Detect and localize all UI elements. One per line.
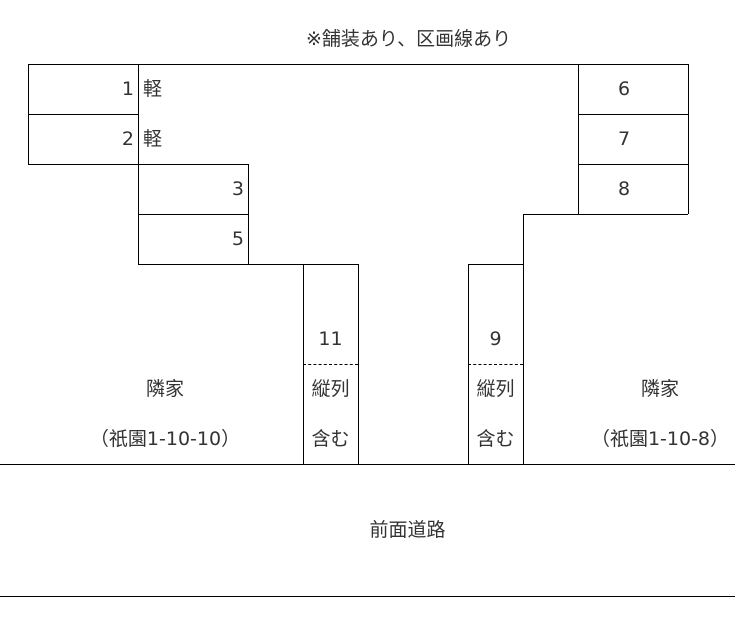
space-6-number: 6 (617, 78, 631, 100)
space-11-tandem-label: 縦列 (311, 378, 350, 400)
right-neighbor-address: （祇園1-10-8） (590, 428, 730, 450)
space-7-number: 7 (617, 128, 631, 150)
left-neighbor-address: （祇園1-10-10） (89, 428, 241, 450)
space-2-number: 2 (121, 128, 134, 150)
front-road-label: 前面道路 (369, 519, 446, 541)
space-1-number: 1 (121, 78, 134, 100)
right-neighbor-title: 隣家 (640, 378, 679, 400)
space-3-number: 3 (231, 178, 244, 200)
space-1-kei-tag: 軽 (143, 78, 163, 100)
paving-note: ※舗装あり、区画線あり (306, 28, 512, 50)
space-11-includes-label: 含む (311, 428, 350, 450)
left-neighbor-title: 隣家 (145, 378, 184, 400)
space-9-includes-label: 含む (476, 428, 515, 450)
space-9-number: 9 (489, 328, 502, 350)
space-2-kei-tag: 軽 (143, 128, 163, 150)
space-11-number: 11 (318, 328, 343, 350)
space-5-number: 5 (231, 228, 244, 250)
space-8-number: 8 (617, 178, 631, 200)
space-9-tandem-label: 縦列 (476, 378, 515, 400)
